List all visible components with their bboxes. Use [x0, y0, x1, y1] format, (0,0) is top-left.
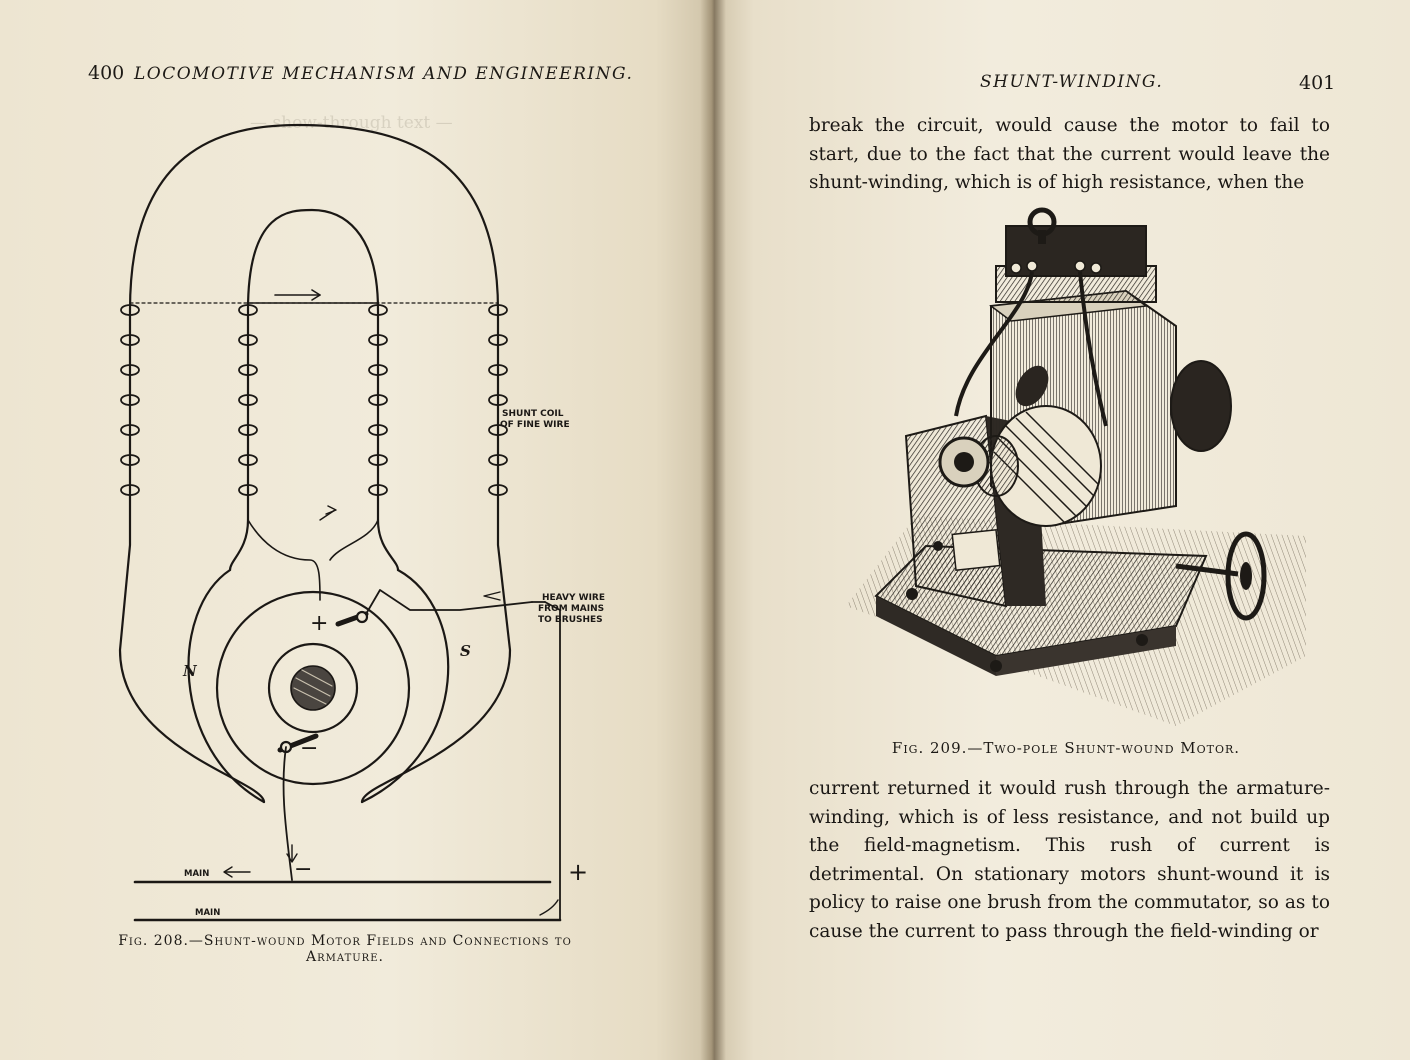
paragraph-top: break the circuit, would cause the motor… — [809, 115, 1330, 193]
label-main-bottom: MAIN — [195, 908, 220, 918]
label-shunt-coil-2: OF FINE WIRE — [500, 420, 570, 430]
label-main-top: MAIN — [184, 869, 209, 879]
label-heavy-wire-2: FROM MAINS — [538, 604, 604, 614]
label-plus-brush: + — [310, 611, 328, 636]
paragraph-bottom: current returned it would rush through t… — [809, 778, 1330, 942]
label-pole-s: S — [460, 642, 471, 660]
label-heavy-wire-1: HEAVY WIRE — [542, 593, 605, 603]
label-main-plus: + — [568, 858, 588, 886]
label-main-minus: − — [294, 857, 312, 882]
left-page: — show-through text — — [0, 0, 712, 1060]
right-running-head: SHUNT-WINDING. — [980, 72, 1164, 92]
right-text-bottom: current returned it would rush through t… — [809, 775, 1330, 946]
left-page-number: 400 — [88, 62, 125, 84]
label-pole-n: N — [182, 662, 198, 680]
right-text-top: break the circuit, would cause the motor… — [809, 112, 1330, 198]
right-page-number: 401 — [1299, 72, 1336, 94]
label-minus-brush: − — [300, 736, 318, 761]
book-gutter — [700, 0, 726, 1060]
label-heavy-wire-3: TO BRUSHES — [538, 615, 603, 625]
figure-208-caption-line1: Fig. 208.—Shunt-wound Motor Fields and C… — [118, 933, 572, 949]
figure-209-motor-engraving — [846, 207, 1306, 726]
left-running-head: LOCOMOTIVE MECHANISM AND ENGINEERING. — [134, 64, 634, 84]
figure-208-shunt-diagram: SHUNT COIL OF FINE WIRE HEAVY WIRE FROM … — [118, 123, 605, 922]
figure-208-caption-line2: Armature. — [306, 949, 384, 965]
label-shunt-coil-1: SHUNT COIL — [502, 409, 564, 419]
figure-209-caption: Fig. 209.—Two-pole Shunt-wound Motor. — [891, 739, 1241, 757]
